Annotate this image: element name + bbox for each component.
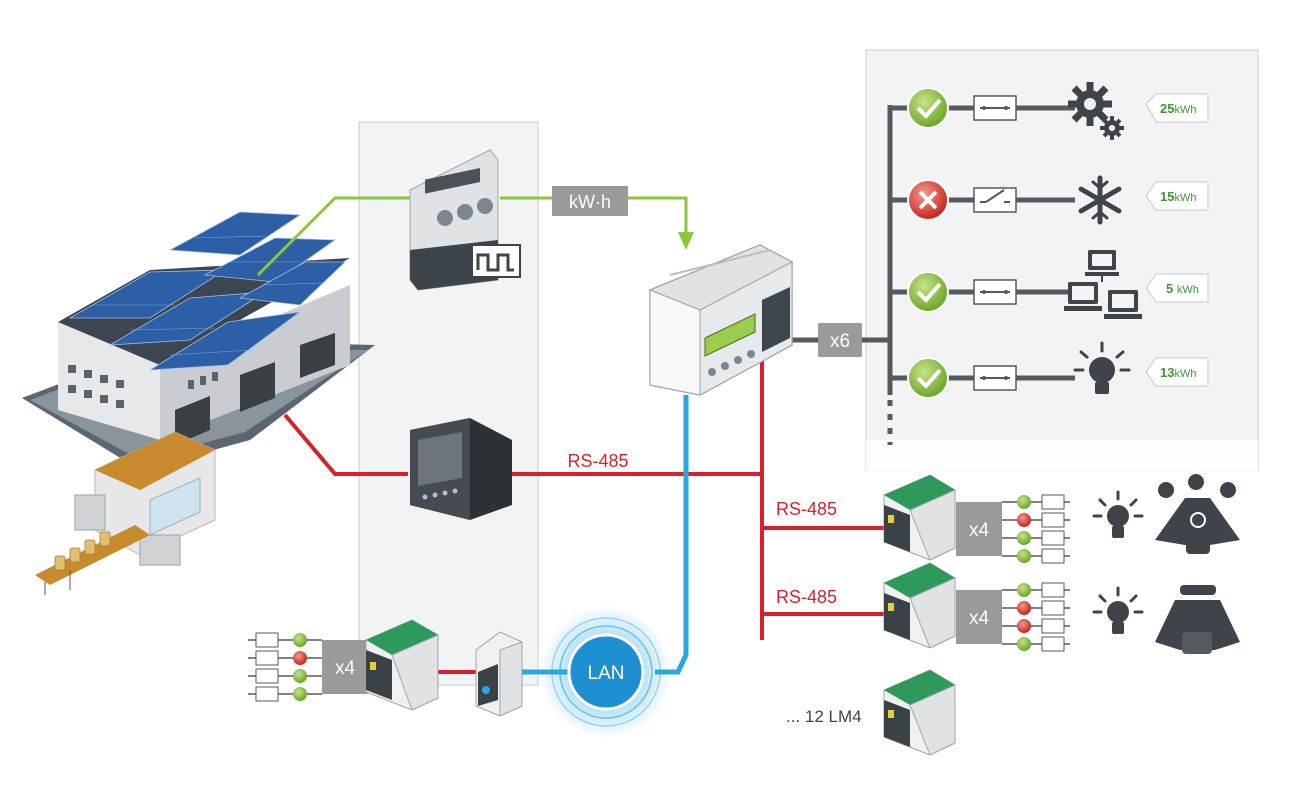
reading-value: 25 bbox=[1160, 101, 1174, 116]
status-ok-icon bbox=[907, 87, 949, 129]
meeting-room-empty-icon bbox=[1155, 585, 1240, 654]
power-analyzer-icon bbox=[410, 418, 512, 520]
lightbulb-icon bbox=[1073, 341, 1131, 394]
status-error-icon bbox=[907, 179, 949, 221]
relay-status-list bbox=[1002, 494, 1070, 564]
reading-tag: 13kWh bbox=[1145, 357, 1209, 387]
lm4-module-icon bbox=[883, 562, 956, 649]
rs485-branch2-label: RS-485 bbox=[776, 587, 837, 607]
lan-line bbox=[655, 395, 689, 675]
switch-closed-icon bbox=[973, 365, 1017, 391]
svg-text:5 kWh: 5 kWh bbox=[1166, 281, 1199, 296]
meeting-room-icon bbox=[1155, 474, 1240, 554]
reading-unit: kWh bbox=[1177, 284, 1199, 296]
svg-text:13kWh: 13kWh bbox=[1160, 365, 1196, 380]
lm4-module-icon bbox=[883, 669, 956, 756]
pulse-arrow-icon bbox=[678, 232, 694, 250]
relay-status-list bbox=[248, 632, 322, 702]
lightbulb-icon bbox=[1092, 586, 1144, 634]
x6-label-box bbox=[818, 323, 862, 357]
status-ok-icon bbox=[907, 271, 949, 313]
switch-closed-icon bbox=[973, 279, 1017, 305]
lm4-module-icon bbox=[883, 474, 956, 561]
reading-value: 5 bbox=[1166, 281, 1173, 296]
x4-label-box bbox=[956, 590, 1002, 644]
converter-icon bbox=[475, 631, 523, 717]
x4-label-box bbox=[322, 640, 368, 694]
lan-label: LAN bbox=[588, 663, 625, 684]
rs485-main-label: RS-485 bbox=[567, 451, 628, 471]
computers-icon bbox=[1064, 250, 1142, 319]
rs485-branch1-label: RS-485 bbox=[776, 499, 837, 519]
data-logger-icon bbox=[648, 244, 794, 396]
reading-unit: kWh bbox=[1174, 104, 1196, 116]
x4-right1-label: x4 bbox=[969, 520, 990, 541]
switch-open-icon bbox=[973, 187, 1017, 213]
lm4-module-icon bbox=[365, 619, 439, 711]
reading-unit: kWh bbox=[1174, 368, 1196, 380]
lightbulb-icon bbox=[1092, 490, 1144, 538]
snowflake-icon bbox=[1078, 175, 1122, 225]
svg-text:15kWh: 15kWh bbox=[1160, 189, 1196, 204]
reading-tag: 5 kWh bbox=[1145, 273, 1209, 303]
reading-value: 13 bbox=[1160, 365, 1174, 380]
x6-label: x6 bbox=[830, 331, 850, 352]
lan-node bbox=[540, 606, 672, 738]
x4-left-label: x4 bbox=[335, 658, 356, 679]
lm4-count-label: ... 12 LM4 bbox=[786, 707, 862, 726]
rs485-bus bbox=[283, 360, 884, 674]
reading-unit: kWh bbox=[1174, 192, 1196, 204]
relay-status-list bbox=[1002, 582, 1070, 652]
energy-meter-icon bbox=[409, 149, 521, 291]
factory-icon bbox=[22, 211, 375, 595]
kwh-label-box bbox=[552, 186, 628, 216]
switch-closed-icon bbox=[973, 95, 1017, 121]
gears-icon bbox=[1068, 82, 1124, 140]
reading-value: 15 bbox=[1160, 189, 1174, 204]
kwh-label: kW·h bbox=[569, 192, 611, 212]
x4-label-box bbox=[956, 502, 1002, 556]
reading-tag: 15kWh bbox=[1145, 181, 1209, 211]
x4-right2-label: x4 bbox=[969, 608, 990, 629]
svg-text:25kWh: 25kWh bbox=[1160, 101, 1196, 116]
reading-tag: 25kWh bbox=[1145, 93, 1209, 123]
status-ok-icon bbox=[907, 357, 949, 399]
